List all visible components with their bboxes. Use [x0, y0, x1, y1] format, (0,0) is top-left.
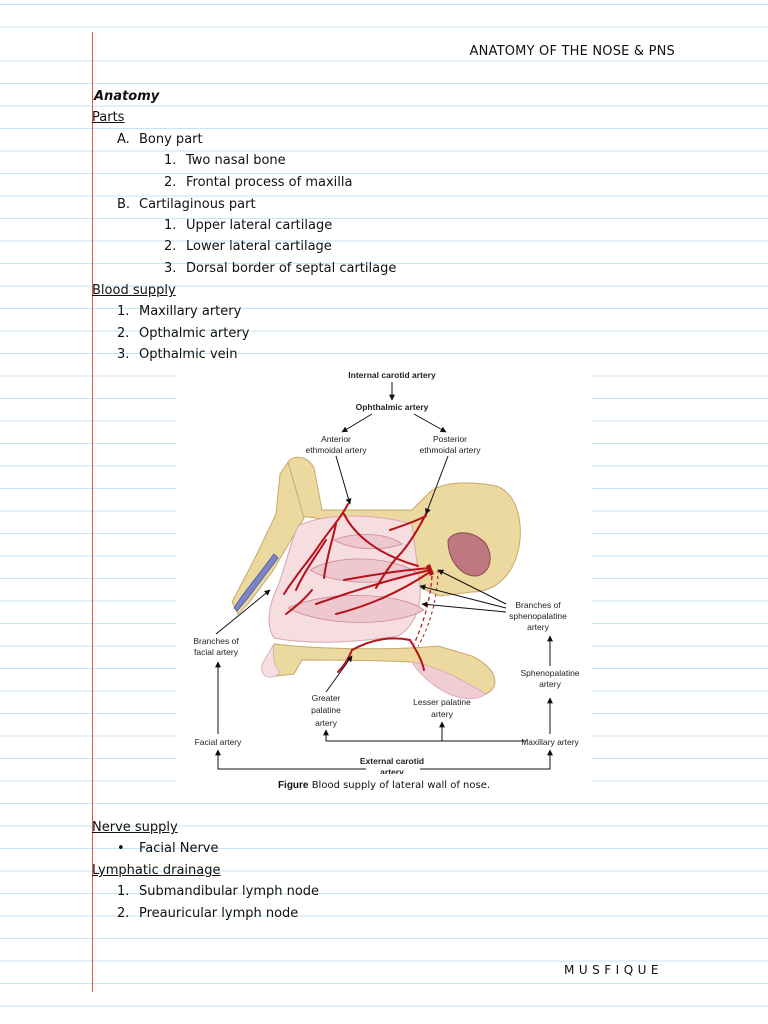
- list-item: •Facial Nerve: [117, 841, 219, 856]
- label-external-carotid-1: External carotid: [360, 756, 424, 766]
- label-branches-facial-1: Branches of: [193, 636, 239, 646]
- list-item: 2.Preauricular lymph node: [117, 906, 299, 921]
- label-posterior-ethmoidal-1: Posterior: [433, 434, 467, 444]
- palate-mucosa: [261, 643, 281, 678]
- list-item: 2.Frontal process of maxilla: [164, 175, 353, 190]
- nose-illustration: Internal carotid artery Ophthalmic arter…: [193, 370, 579, 774]
- label-lesser-palatine-1: Lesser palatine: [413, 697, 471, 707]
- list-item: 3.Opthalmic vein: [117, 347, 238, 362]
- label-posterior-ethmoidal-2: ethmoidal artery: [420, 445, 482, 455]
- label-lesser-palatine-2: artery: [431, 709, 453, 719]
- list-item: B.Cartilaginous part: [117, 197, 256, 212]
- list-item: 1.Maxillary artery: [117, 304, 242, 319]
- blood-supply-figure: Internal carotid artery Ophthalmic arter…: [176, 364, 592, 794]
- footer-author: MUSFIQUE: [564, 963, 664, 977]
- label-greater-palatine-1: Greater: [312, 693, 341, 703]
- label-anterior-ethmoidal-1: Anterior: [321, 434, 351, 444]
- artery-branches: [283, 503, 431, 673]
- list-item: 1.Upper lateral cartilage: [164, 218, 333, 233]
- label-facial-artery: Facial artery: [195, 737, 243, 747]
- lymphatic-drainage-heading: Lymphatic drainage: [92, 863, 221, 878]
- list-item: 1.Submandibular lymph node: [117, 884, 320, 899]
- cartilage: [233, 553, 279, 612]
- label-greater-palatine-3: artery: [315, 718, 337, 728]
- middle-turbinate: [309, 558, 417, 583]
- nerve-supply-heading: Nerve supply: [92, 820, 178, 835]
- figure-caption: Figure Blood supply of lateral wall of n…: [277, 780, 491, 791]
- label-maxillary-artery: Maxillary artery: [521, 737, 579, 747]
- list-item: 2.Opthalmic artery: [117, 326, 250, 341]
- sphenopalatine-trunk: [426, 564, 434, 576]
- label-ophthalmic: Ophthalmic artery: [356, 402, 429, 412]
- sphenoid-sinus: [447, 532, 491, 577]
- list-item: 1.Two nasal bone: [164, 153, 286, 168]
- list-item: A.Bony part: [117, 132, 203, 147]
- anatomy-heading: Anatomy: [94, 89, 160, 104]
- page-header: ANATOMY OF THE NOSE & PNS: [469, 44, 675, 59]
- label-sphenopalatine-1: Sphenopalatine: [520, 668, 579, 678]
- descending-palatine-dashed: [413, 575, 433, 645]
- list-item: 3.Dorsal border of septal cartilage: [164, 261, 397, 276]
- label-external-carotid-2: artery: [380, 767, 404, 774]
- list-item: 2.Lower lateral cartilage: [164, 239, 332, 254]
- label-sphenopalatine-2: artery: [539, 679, 561, 689]
- margin-line: [92, 32, 93, 992]
- blood-supply-heading: Blood supply: [92, 283, 176, 298]
- soft-palate: [411, 661, 487, 700]
- parts-heading: Parts: [92, 110, 125, 125]
- label-internal-carotid: Internal carotid artery: [348, 370, 436, 380]
- label-greater-palatine-2: palatine: [311, 705, 341, 715]
- label-branches-sphenopalatine-3: artery: [527, 622, 549, 632]
- palatine-dashed-2: [417, 569, 439, 647]
- label-anterior-ethmoidal-2: ethmoidal artery: [306, 445, 368, 455]
- label-branches-facial-2: facial artery: [194, 647, 239, 657]
- flow-arrows: [215, 382, 553, 770]
- label-branches-sphenopalatine-1: Branches of: [515, 600, 561, 610]
- label-branches-sphenopalatine-2: sphenopalatine: [509, 611, 567, 621]
